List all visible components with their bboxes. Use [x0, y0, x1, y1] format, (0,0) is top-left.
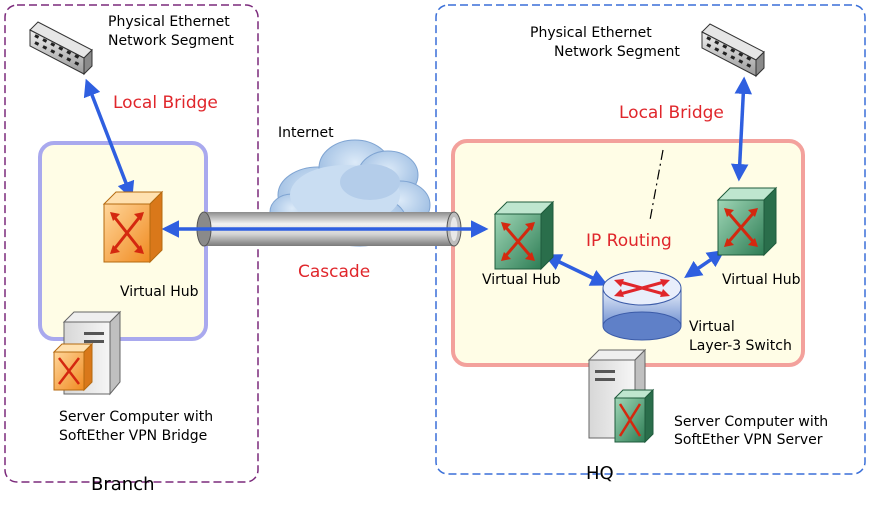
branch-server-icon: [52, 310, 122, 396]
branch-ethernet-switch-icon: [29, 21, 93, 76]
branch-virtual-hub-label: Virtual Hub: [120, 284, 199, 300]
hq-routing-separator: [649, 149, 664, 221]
hq-left-virtual-hub-label: Virtual Hub: [482, 272, 561, 288]
branch-server-label-line2: SoftEther VPN Bridge: [59, 428, 208, 444]
hq-server-label-line1: Server Computer with: [674, 414, 829, 430]
switch-label-line1: Virtual: [689, 319, 735, 335]
branch-segment-label-line1: Physical Ethernet: [108, 14, 230, 30]
hq-server-icon: [587, 348, 655, 444]
branch-segment-label-line2: Network Segment: [108, 33, 234, 49]
hq-server-label-line2: SoftEther VPN Server: [674, 432, 823, 448]
hq-left-virtual-hub-icon: [493, 200, 555, 271]
branch-server-label-line1: Server Computer with: [59, 409, 214, 425]
ip-routing-label: IP Routing: [586, 231, 672, 251]
hq-area-label: HQ: [586, 463, 614, 484]
hq-segment-label-line1: Physical Ethernet: [530, 25, 652, 41]
branch-area-label: Branch: [91, 474, 155, 495]
virtual-layer3-switch-icon: [602, 270, 682, 341]
hq-local-bridge-label: Local Bridge: [619, 103, 724, 123]
cascade-label: Cascade: [298, 262, 371, 282]
branch-virtual-hub-icon: [102, 190, 164, 264]
hq-right-virtual-hub-label: Virtual Hub: [722, 272, 801, 288]
hq-local-bridge-arrow: [730, 76, 753, 182]
internet-label: Internet: [278, 125, 334, 141]
hq-ethernet-switch-icon: [701, 23, 765, 78]
hq-left-hub-router-arrow: [543, 254, 609, 286]
hq-segment-label-line2: Network Segment: [554, 44, 680, 60]
branch-local-bridge-label: Local Bridge: [113, 93, 218, 113]
branch-local-bridge-arrow: [83, 78, 135, 200]
hq-right-hub-router-arrow: [684, 250, 725, 278]
switch-label-line2: Layer-3 Switch: [689, 338, 792, 354]
hq-right-virtual-hub-icon: [716, 186, 778, 257]
